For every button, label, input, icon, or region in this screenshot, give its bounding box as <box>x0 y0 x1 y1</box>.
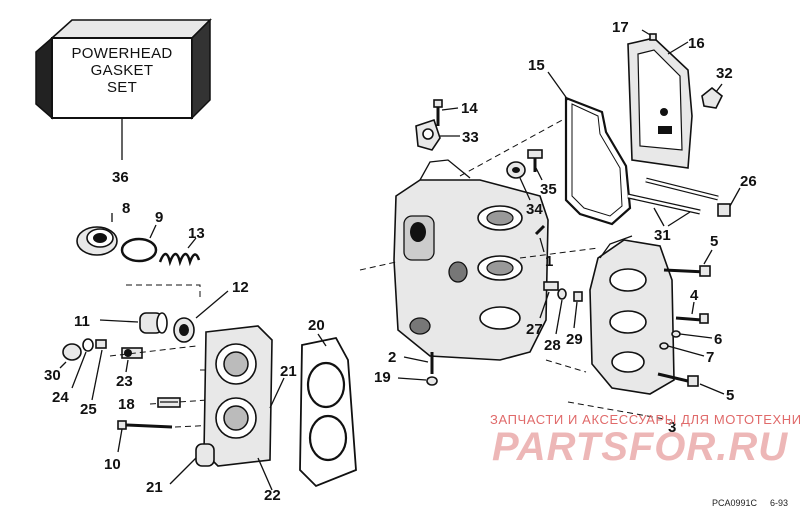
part-24-washer <box>71 338 94 389</box>
crankcase-cover <box>589 235 675 395</box>
callout-14: 14 <box>461 100 478 117</box>
callout-21-lower: 21 <box>146 479 163 496</box>
part-34-grommet <box>506 161 531 201</box>
crankcase-cylinder-block <box>393 159 549 361</box>
callout-8: 8 <box>122 200 130 217</box>
part-14-screw <box>433 99 459 126</box>
part-6-bolt <box>671 330 713 339</box>
callout-27: 27 <box>526 321 543 338</box>
callout-7: 7 <box>706 349 714 366</box>
part-29-check-valve <box>573 291 583 329</box>
callout-23: 23 <box>116 373 133 390</box>
callout-5-lower: 5 <box>726 387 734 404</box>
watermark-logo: PARTSFOR.RU <box>492 425 788 469</box>
part-11-plunger <box>99 312 168 334</box>
callout-9: 9 <box>155 209 163 226</box>
callout-12: 12 <box>232 279 249 296</box>
part-23-fitting <box>121 347 143 373</box>
callout-2: 2 <box>388 349 396 366</box>
part-28-fitting <box>555 288 567 335</box>
part-5-bolt-lower <box>657 372 725 395</box>
part-22-cylinder-head <box>169 325 285 491</box>
part-32-bracket <box>701 83 724 109</box>
part-9-o-ring <box>120 224 158 263</box>
part-10-bolt <box>117 420 173 453</box>
part-20-head-gasket <box>299 333 357 488</box>
callout-21-upper: 21 <box>280 363 297 380</box>
callout-18: 18 <box>118 396 135 413</box>
callout-10: 10 <box>104 456 121 473</box>
callout-15: 15 <box>528 57 545 74</box>
part-27-plug <box>539 281 559 319</box>
callout-34: 34 <box>526 201 543 218</box>
callout-28: 28 <box>544 337 561 354</box>
callout-26: 26 <box>740 173 757 190</box>
callout-35: 35 <box>540 181 557 198</box>
callout-6: 6 <box>714 331 722 348</box>
callout-25: 25 <box>80 401 97 418</box>
part-35-screw <box>527 149 543 181</box>
callout-29: 29 <box>566 331 583 348</box>
callout-36: 36 <box>112 169 129 186</box>
callout-20: 20 <box>308 317 325 334</box>
part-1-dowel-pin <box>534 224 546 253</box>
part-19-nut <box>397 376 438 386</box>
callout-24: 24 <box>52 389 69 406</box>
callout-31: 31 <box>654 227 671 244</box>
reference-code: PCA0991C <box>712 498 758 508</box>
part-5-bolt-upper <box>663 249 713 277</box>
callout-13: 13 <box>188 225 205 242</box>
part-18-nipple <box>157 397 181 408</box>
callout-11: 11 <box>74 313 90 330</box>
callout-4: 4 <box>690 287 699 304</box>
callout-30: 30 <box>44 367 61 384</box>
callout-32: 32 <box>716 65 733 82</box>
callout-19: 19 <box>374 369 391 386</box>
callout-33: 33 <box>462 129 479 146</box>
part-13-spring <box>158 237 201 267</box>
part-7-bolt <box>659 342 705 357</box>
watermark-subtitle: ЗАПЧАСТИ И АКСЕССУАРЫ ДЛЯ МОТОТЕХНИКИ <box>490 412 800 427</box>
callout-17: 17 <box>612 19 629 36</box>
powerhead-gasket-set-box: POWERHEAD GASKET SET <box>35 18 212 160</box>
callout-3: 3 <box>668 419 676 436</box>
box-label-line-2: GASKET <box>91 62 154 79</box>
part-25-pin <box>91 339 107 401</box>
part-4-bolt <box>675 301 709 324</box>
part-17-screw <box>641 29 657 41</box>
callout-1: 1 <box>545 253 553 270</box>
part-26-clip <box>717 187 741 217</box>
callout-5-upper: 5 <box>710 233 718 250</box>
box-label-line-1: POWERHEAD <box>71 45 172 62</box>
box-label-line-3: SET <box>107 79 137 96</box>
part-16-cover-plate <box>627 37 693 169</box>
part-8-fitting <box>76 213 118 256</box>
callout-22: 22 <box>264 487 281 504</box>
part-31-rods <box>627 177 719 227</box>
callout-16: 16 <box>688 35 705 52</box>
part-33-bracket <box>415 118 460 151</box>
part-30-cap <box>59 343 82 369</box>
part-12-seal <box>173 290 229 343</box>
part-15-cover-gasket <box>547 71 632 226</box>
part-2-stud <box>403 352 434 374</box>
reference-rev: 6-93 <box>770 498 788 508</box>
